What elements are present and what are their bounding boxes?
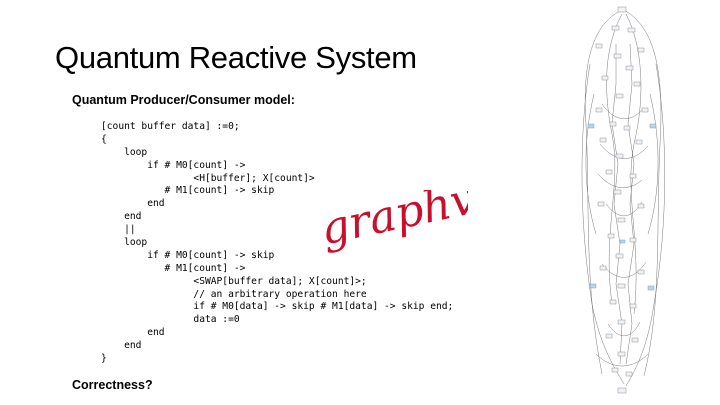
code-line: [count buffer data] :=0;	[101, 121, 240, 132]
code-block: [count buffer data] :=0;{ loop if # M0[c…	[101, 121, 453, 366]
slide-title: Quantum Reactive System	[55, 40, 417, 75]
code-line: if # M0[count] ->	[101, 159, 246, 171]
code-line: end	[101, 211, 142, 223]
handwritten-annotation: graphviz	[318, 190, 468, 255]
annotation-text: graphviz	[318, 190, 468, 255]
code-line: data :=0	[101, 314, 240, 326]
code-line: if # M0[count] -> skip	[101, 249, 275, 261]
slide-subtitle: Quantum Producer/Consumer model:	[72, 93, 295, 107]
code-line: # M1[count] -> skip	[101, 185, 275, 197]
code-line: end	[101, 327, 165, 339]
code-line: loop	[101, 237, 148, 249]
code-line: ||	[101, 224, 136, 236]
graph-edges	[581, 9, 665, 387]
code-line: {	[101, 133, 107, 145]
graph-highlight-nodes	[587, 123, 657, 291]
code-line: <SWAP[buffer data]; X[count]>;	[101, 275, 367, 287]
code-line: # M1[count] ->	[101, 262, 246, 274]
code-line: end	[101, 340, 142, 352]
code-line: }	[101, 353, 107, 365]
graphviz-graph-image	[581, 6, 665, 394]
code-line: if # M0[data] -> skip # M1[data] -> skip…	[101, 301, 454, 313]
code-line: <H[buffer]; X[count]>	[101, 172, 315, 184]
graph-nodes	[595, 6, 649, 394]
code-line: end	[101, 198, 165, 210]
code-line: // an arbitrary operation here	[101, 288, 367, 300]
footer-question: Correctness?	[72, 378, 153, 392]
code-line: loop	[101, 146, 148, 158]
